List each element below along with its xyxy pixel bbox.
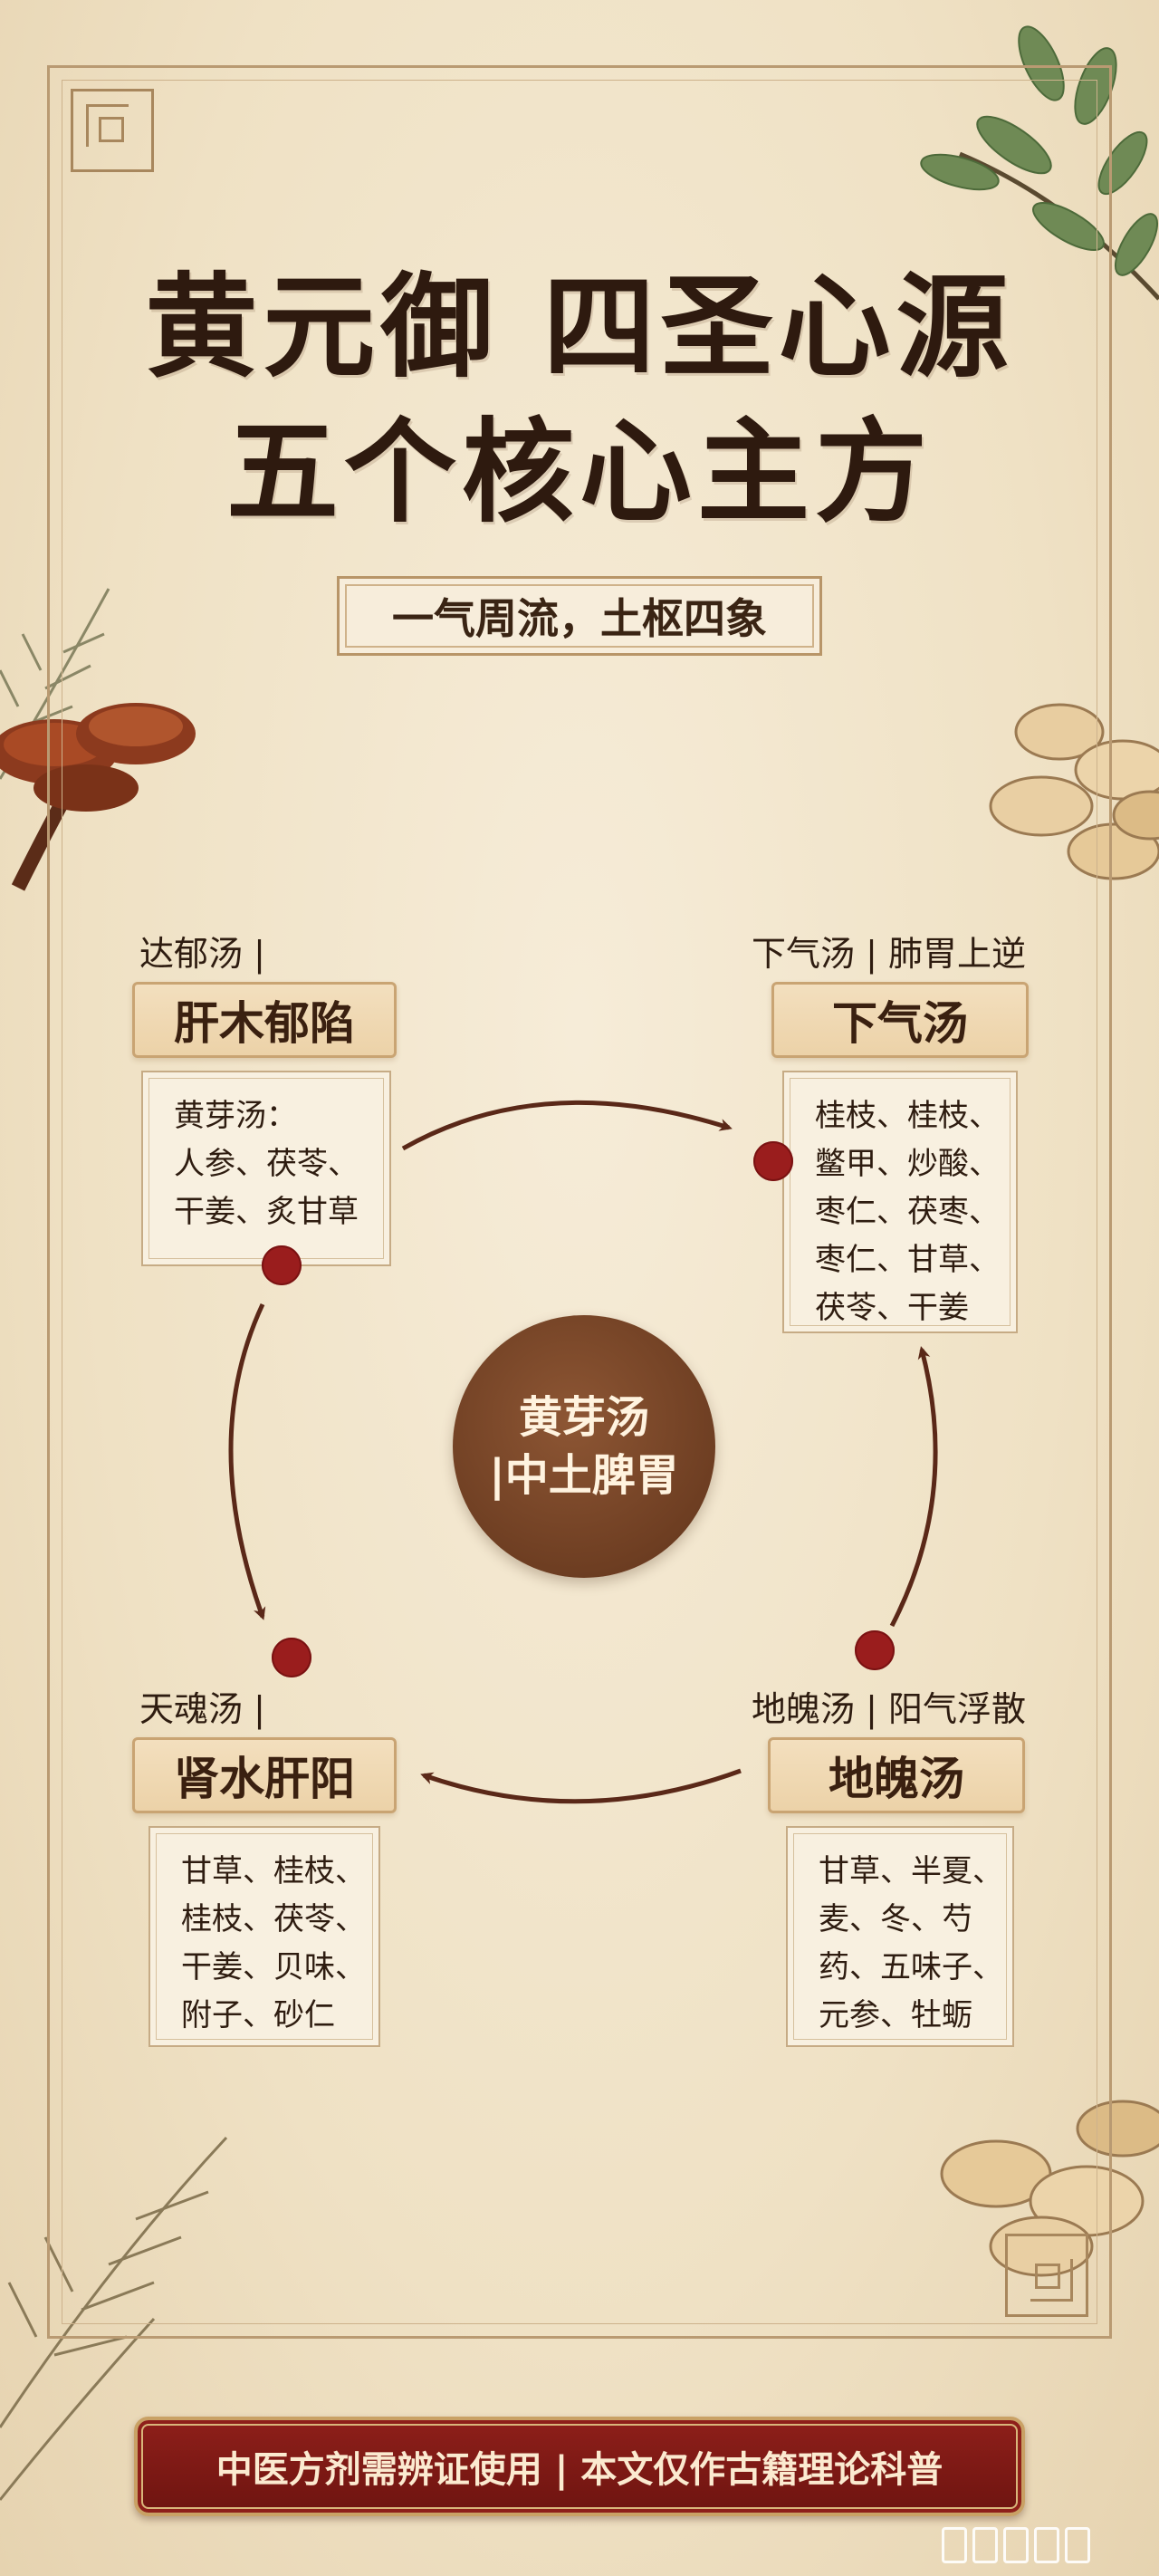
- ingredient-line: 人参、茯苓、: [174, 1146, 359, 1182]
- fret-corner-icon: [71, 89, 154, 172]
- disclaimer-banner: 中医方剂需辨证使用 | 本文仅作古籍理论科普: [134, 2417, 1025, 2516]
- ingredient-line: 麦、冬、芍: [819, 1901, 972, 1937]
- arrow-bottom: [420, 1768, 742, 1804]
- ingredient-line: 茯苓、干姜: [815, 1290, 969, 1326]
- node-top-right-header: 下气汤 | 肺胃上逆: [752, 934, 1026, 974]
- ingredient-line: 枣仁、茯枣、: [815, 1194, 1000, 1230]
- node-bottom-left-plaque: 肾水肝阳: [132, 1737, 397, 1813]
- node-top-left-plaque: 肝木郁陷: [132, 982, 397, 1058]
- ingredient-line: 元参、牡蛎: [819, 1997, 972, 2033]
- ingredient-line: 甘草、半夏、: [819, 1853, 1003, 1889]
- ingredient-line: 枣仁、甘草、: [815, 1242, 1000, 1278]
- node-top-right-box: 桂枝、桂枝、 鳖甲、炒酸、 枣仁、茯枣、 枣仁、甘草、 茯苓、干姜: [782, 1071, 1018, 1333]
- node-top-left-header: 达郁汤 |: [139, 934, 265, 974]
- outer-frame: [47, 65, 1112, 2339]
- subtitle-text: 一气周流，土枢四象: [392, 594, 767, 643]
- node-dot: [272, 1638, 311, 1677]
- lingzhi-mushroom-icon: [0, 703, 196, 891]
- node-top-right-plaque: 下气汤: [771, 982, 1029, 1058]
- inner-frame: [62, 80, 1097, 2324]
- subtitle-plaque: 一气周流，土枢四象: [337, 576, 822, 656]
- disclaimer-text: 中医方剂需辨证使用 | 本文仅作古籍理论科普: [216, 2449, 943, 2491]
- ingredient-line: 桂枝、茯苓、: [181, 1901, 366, 1937]
- ingredient-line: 药、五味子、: [819, 1949, 1003, 1985]
- ingredient-line: 附子、砂仁: [181, 1997, 335, 2033]
- node-bottom-right-header: 地魄汤 | 阳气浮散: [752, 1689, 1026, 1729]
- node-dot: [262, 1245, 302, 1285]
- arrow-left: [228, 1302, 266, 1620]
- node-bottom-left-header: 天魂汤 |: [139, 1689, 265, 1729]
- title-line-2: 五个核心主方: [225, 408, 933, 538]
- node-dot: [855, 1630, 895, 1670]
- ingredient-line: 鳖甲、炒酸、: [815, 1146, 1000, 1182]
- title-line-1: 黄元御 四圣心源: [145, 263, 1014, 393]
- node-bottom-right-plaque: 地魄汤: [768, 1737, 1025, 1813]
- center-line-1: 黄芽汤: [518, 1392, 649, 1443]
- ingredient-line: 干姜、炙甘草: [174, 1194, 359, 1230]
- center-circle: 黄芽汤 |中土脾胃: [453, 1315, 715, 1578]
- ingredient-line: 桂枝、桂枝、: [815, 1098, 1000, 1134]
- ingredient-line: 甘草、桂枝、: [181, 1853, 366, 1889]
- arrow-top: [401, 1100, 733, 1151]
- watermark-logo-icon: [942, 2527, 1123, 2563]
- node-bottom-right-box: 甘草、半夏、 麦、冬、芍 药、五味子、 元参、牡蛎: [786, 1826, 1014, 2047]
- node-bottom-left-box: 甘草、桂枝、 桂枝、茯苓、 干姜、贝味、 附子、砂仁: [148, 1826, 380, 2047]
- center-line-2: |中土脾胃: [489, 1450, 679, 1501]
- ingredient-line: 干姜、贝味、: [181, 1949, 366, 1985]
- node-dot: [753, 1141, 793, 1181]
- grass-sprig-icon: [0, 2136, 228, 2501]
- ingredient-line: 黄芽汤：: [174, 1098, 297, 1134]
- arrow-right: [889, 1346, 938, 1628]
- node-top-left-box: 黄芽汤： 人参、茯苓、 干姜、炙甘草: [141, 1071, 391, 1266]
